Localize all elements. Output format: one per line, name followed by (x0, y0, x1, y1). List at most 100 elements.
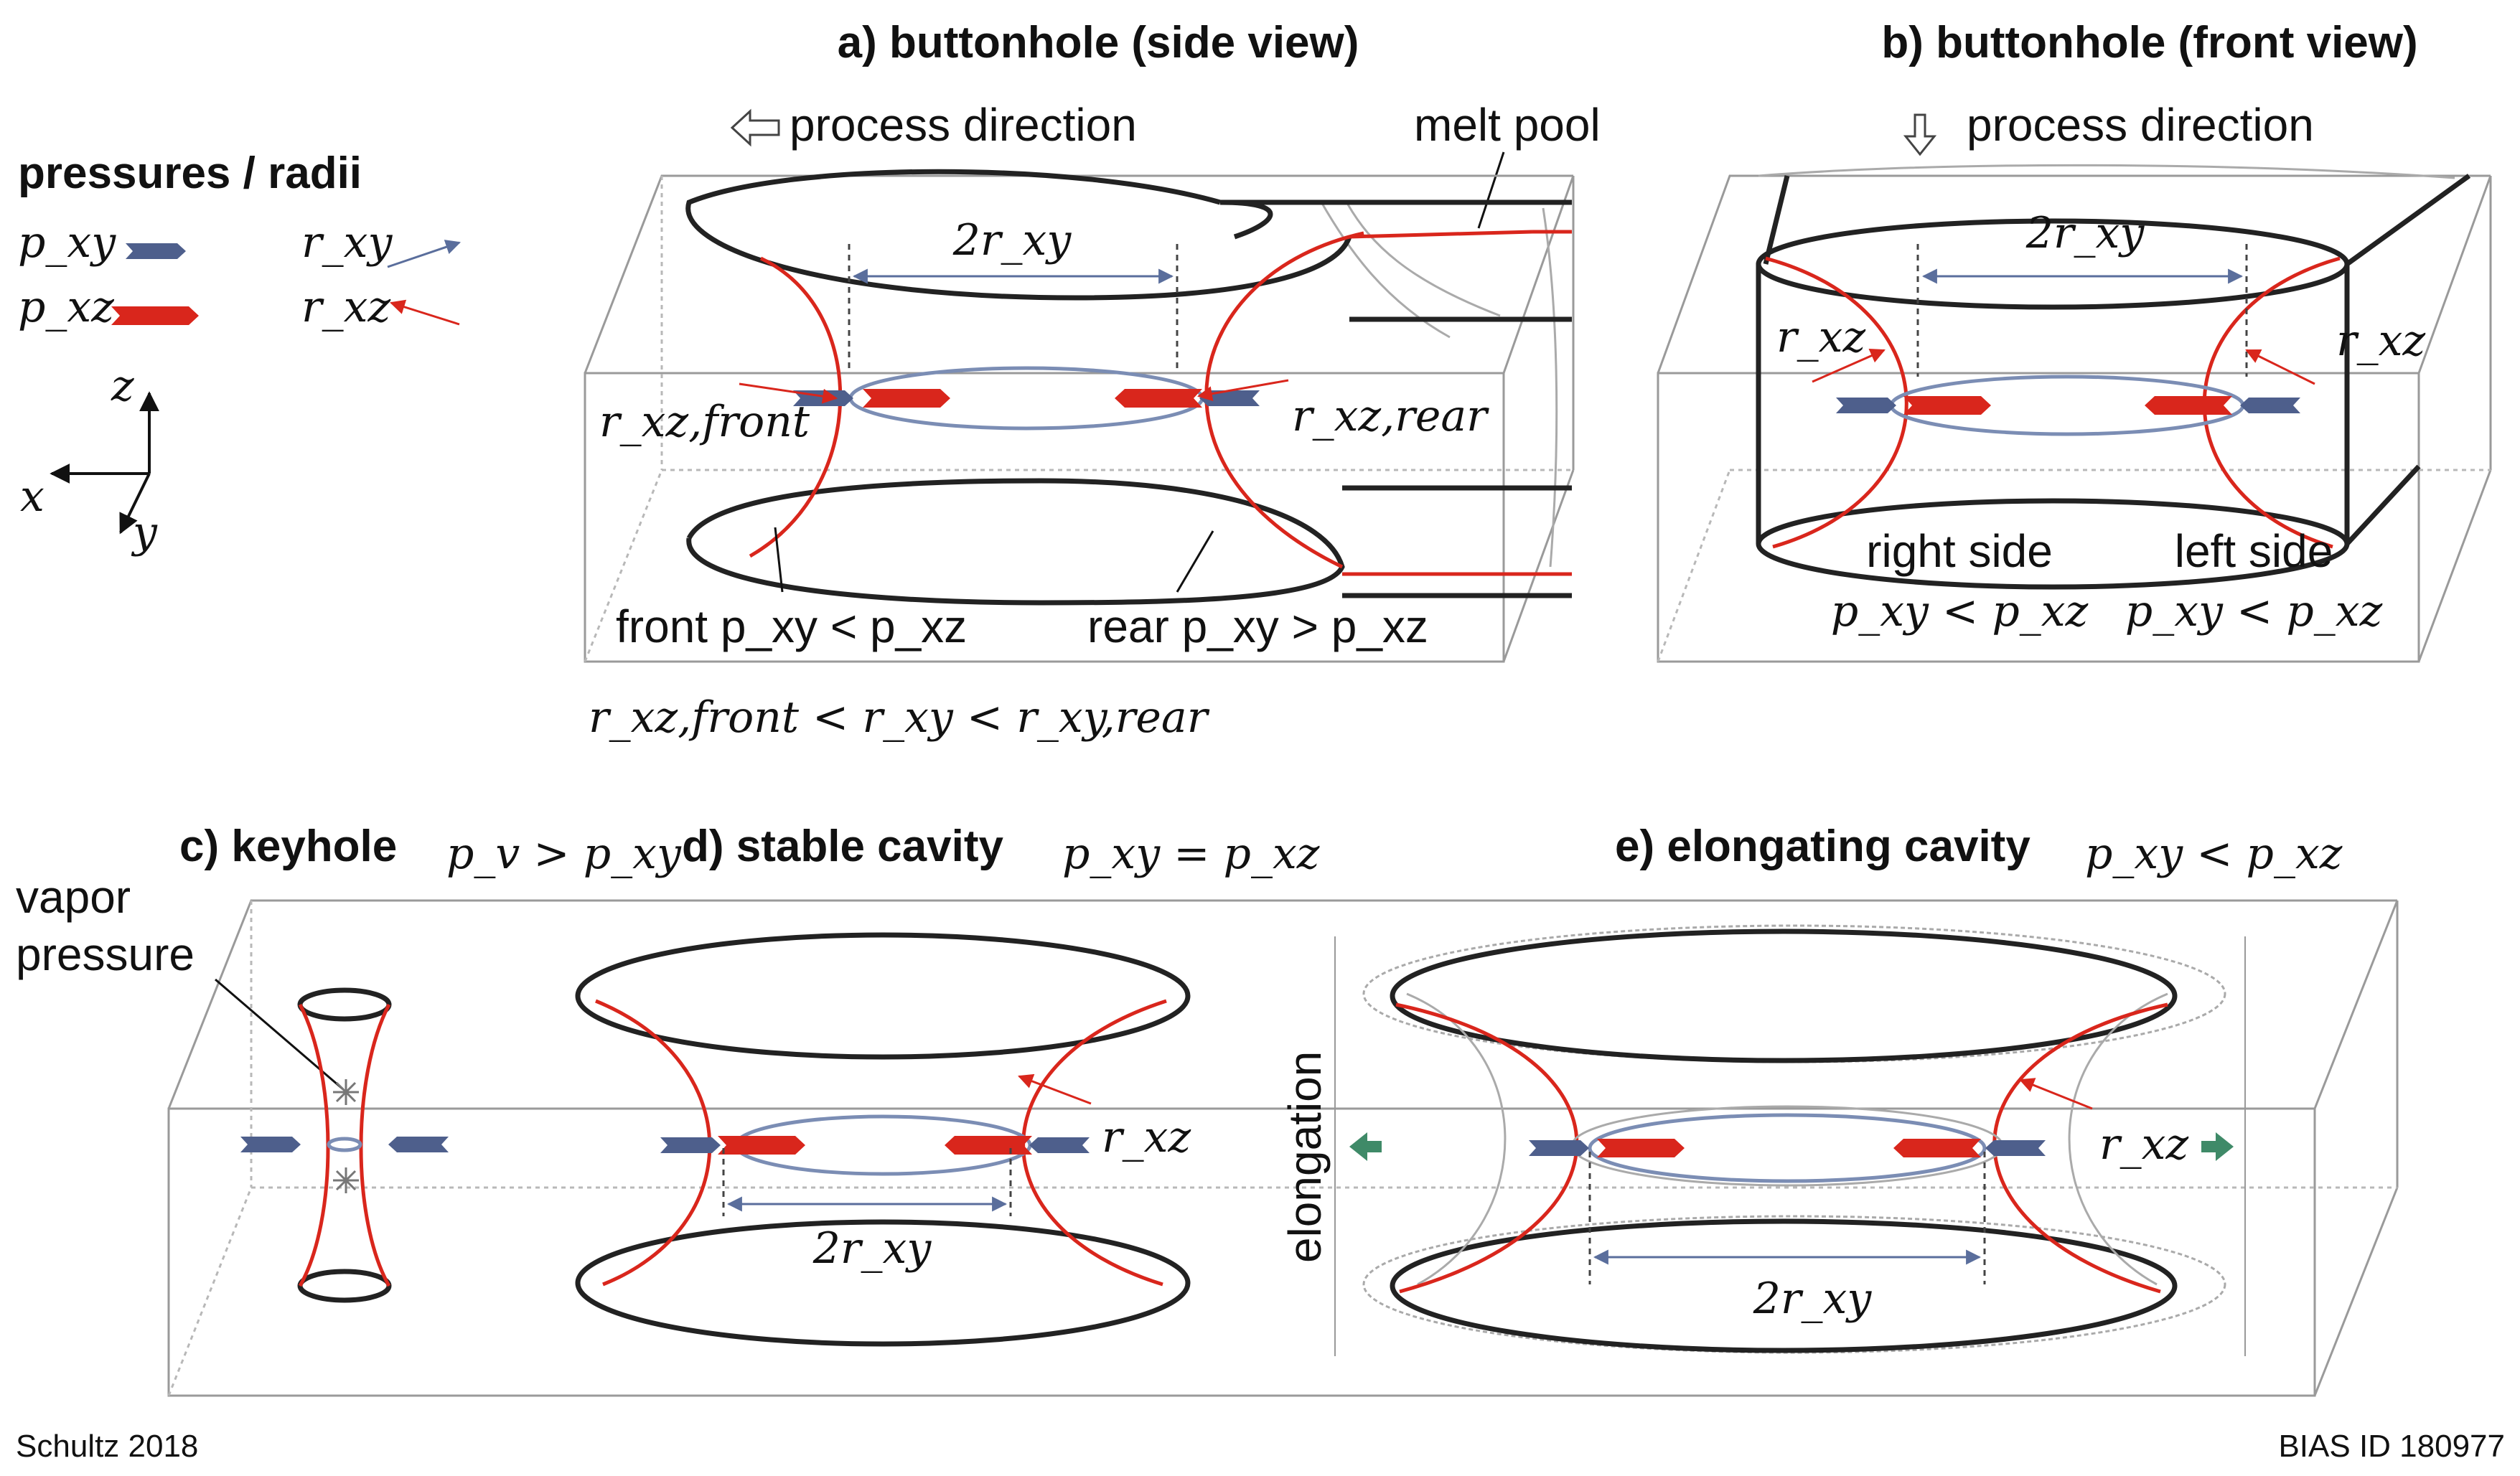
panel-c-vapor-leader (215, 978, 344, 1091)
panel-a-diameter-label: 2r_xy (952, 215, 1072, 265)
panel-d-pxz-left-icon (718, 1136, 805, 1155)
panel-c-keyhole-left-wall (298, 1003, 330, 1287)
footer-id: BIAS ID 180977 (2278, 1429, 2505, 1464)
panel-e-elongation-label: elongation (1279, 1051, 1331, 1263)
panel-a-melt-contour-2 (1319, 200, 1451, 339)
panel-c-vapor-line2: pressure (16, 929, 195, 980)
legend-pxz-arrow-icon (111, 306, 199, 325)
panel-a-rear-rxz-curve (1204, 231, 1364, 569)
panel-d-top-contour (575, 932, 1191, 1060)
panel-e: e) elongating cavity p_xy < p_xz elongat… (1279, 822, 2343, 1356)
panel-e-rxz-arrow-icon (2019, 1078, 2093, 1110)
panel-e-pxy-left-icon (1529, 1140, 1589, 1156)
panel-d: d) stable cavity p_xy = p_xz 2r_xy r_xz (575, 822, 1320, 1347)
panel-c-heading: c) keyhole (179, 822, 397, 871)
panel-e-rxy-ellipse (1588, 1113, 1987, 1183)
legend: pressures / radii p_xy p_xz r_xy r_xz z … (18, 149, 461, 558)
panel-e-heading: e) elongating cavity (1615, 822, 2030, 871)
panel-b-right-side-label: right side (1866, 525, 2053, 577)
panel-c: c) keyhole p_v > p_xy vapor pressure (16, 822, 682, 1303)
panel-a-heading: a) buttonhole (side view) (838, 18, 1359, 67)
legend-rxy-label: r_xy (301, 217, 393, 268)
panel-a-rfront-label: r_xz,front (599, 397, 810, 447)
panel-b-heading: b) buttonhole (front view) (1881, 18, 2417, 67)
panel-d-diameter-label: 2r_xy (812, 1223, 932, 1274)
panel-a-pxz-rear-icon (1115, 389, 1202, 408)
panel-b: b) buttonhole (front view) process direc… (1657, 18, 2492, 663)
panel-d-rxz-label: r_xz (1102, 1112, 1191, 1162)
panel-b-right-rxz-curve (1765, 256, 1908, 549)
panel-a-rear-label: rear p_xy > p_xz (1087, 601, 1428, 652)
panel-a-process-arrow-icon (730, 108, 780, 147)
panel-a-melt-contour-3 (1542, 207, 1558, 568)
panel-a-pxy-rear-icon (1199, 390, 1260, 406)
panel-d-rxz-arrow-icon (1018, 1073, 1092, 1105)
panel-b-rxz-left-label: r_xz (2336, 316, 2426, 366)
panel-c-pxy-right-icon (388, 1137, 449, 1152)
axis-y-label: y (131, 507, 158, 558)
panel-d-pxy-right-icon (1029, 1137, 1090, 1153)
panel-e-pxy-right-icon (1985, 1140, 2046, 1156)
panel-c-vapor-line1: vapor (16, 871, 131, 923)
panel-a: a) buttonhole (side view) process direct… (584, 18, 1601, 743)
axis-x-label: x (20, 471, 45, 522)
panel-e-diameter-label: 2r_xy (1753, 1274, 1873, 1324)
panel-c-keyhole-right-wall (359, 1003, 391, 1287)
panel-d-heading: d) stable cavity (682, 822, 1003, 871)
panel-a-rfront-arrow-icon (739, 382, 838, 404)
panel-c-pxy-left-icon (240, 1137, 301, 1152)
panel-a-workpiece-box (584, 174, 1575, 663)
panel-a-melt-pool-leader (1477, 151, 1505, 229)
panel-b-pxz-right-icon (1903, 396, 1991, 415)
axis-y-icon (119, 473, 151, 535)
panel-b-rxz-right-arrow-icon (1812, 349, 1886, 383)
panel-e-elongation-right-arrow-icon (2201, 1132, 2234, 1161)
panel-a-top-contour (685, 169, 1352, 301)
panel-b-left-side-label: left side (2175, 525, 2333, 577)
panel-a-process-direction: process direction (790, 99, 1137, 151)
legend-rxy-arrow-icon (387, 240, 461, 268)
footer-author: Schultz 2018 (16, 1429, 198, 1464)
panel-e-pxz-left-icon (1597, 1139, 1685, 1157)
panel-a-bottom-contour (686, 478, 1345, 606)
legend-pxy-label: p_xy (18, 217, 116, 268)
legend-pxy-arrow-icon (126, 243, 186, 259)
legend-title: pressures / radii (18, 149, 362, 198)
panel-a-front-label: front p_xy < p_xz (616, 601, 967, 652)
panel-b-diameter-label: 2r_xy (2025, 208, 2145, 258)
panel-d-pxy-left-icon (660, 1137, 721, 1153)
panel-e-elongation-left-arrow-icon (1349, 1132, 1382, 1161)
legend-rxz-label: r_xz (301, 282, 391, 332)
legend-rxz-arrow-icon (389, 299, 460, 326)
panel-e-top-contour (1390, 929, 2178, 1063)
panel-e-rxz-label: r_xz (2099, 1119, 2189, 1170)
panel-c-condition: p_v > p_xy (446, 829, 682, 879)
panel-d-bottom-contour (575, 1219, 1191, 1347)
panel-e-bottom-contour (1390, 1218, 2178, 1353)
panel-a-melt-contour-1 (1346, 204, 1501, 317)
panel-c-keyhole-top (297, 987, 392, 1022)
panel-b-left-cond: p_xy < p_xz (2125, 586, 2383, 636)
panel-e-condition: p_xy < p_xz (2085, 829, 2343, 879)
bottom-workpiece-box (167, 899, 2399, 1397)
panel-b-rxz-right-label: r_xz (1776, 312, 1866, 362)
panel-b-process-direction: process direction (1967, 99, 2314, 151)
panel-b-pxz-left-icon (2145, 396, 2232, 415)
legend-pxz-label: p_xz (18, 282, 114, 332)
panel-d-condition: p_xy = p_xz (1062, 829, 1320, 879)
panel-a-melt-pool-label: melt pool (1414, 99, 1601, 151)
panel-c-vapor-star-top-icon (333, 1079, 359, 1105)
axis-z-label: z (111, 361, 134, 411)
panel-b-pxy-right-icon (1836, 398, 1896, 413)
panel-b-pxy-left-icon (2240, 398, 2300, 413)
panel-c-vapor-star-bottom-icon (333, 1167, 359, 1193)
panel-a-rrear-arrow-icon (1196, 379, 1289, 402)
panel-b-rxz-left-arrow-icon (2245, 349, 2315, 385)
panel-b-right-cond: p_xy < p_xz (1831, 586, 2089, 636)
panel-a-inequality: r_xz,front < r_xy < r_xy,rear (589, 692, 1210, 743)
panel-a-pxz-front-icon (863, 389, 950, 408)
panel-b-process-arrow-icon (1903, 113, 1937, 156)
panel-a-rrear-label: r_xz,rear (1292, 391, 1489, 441)
